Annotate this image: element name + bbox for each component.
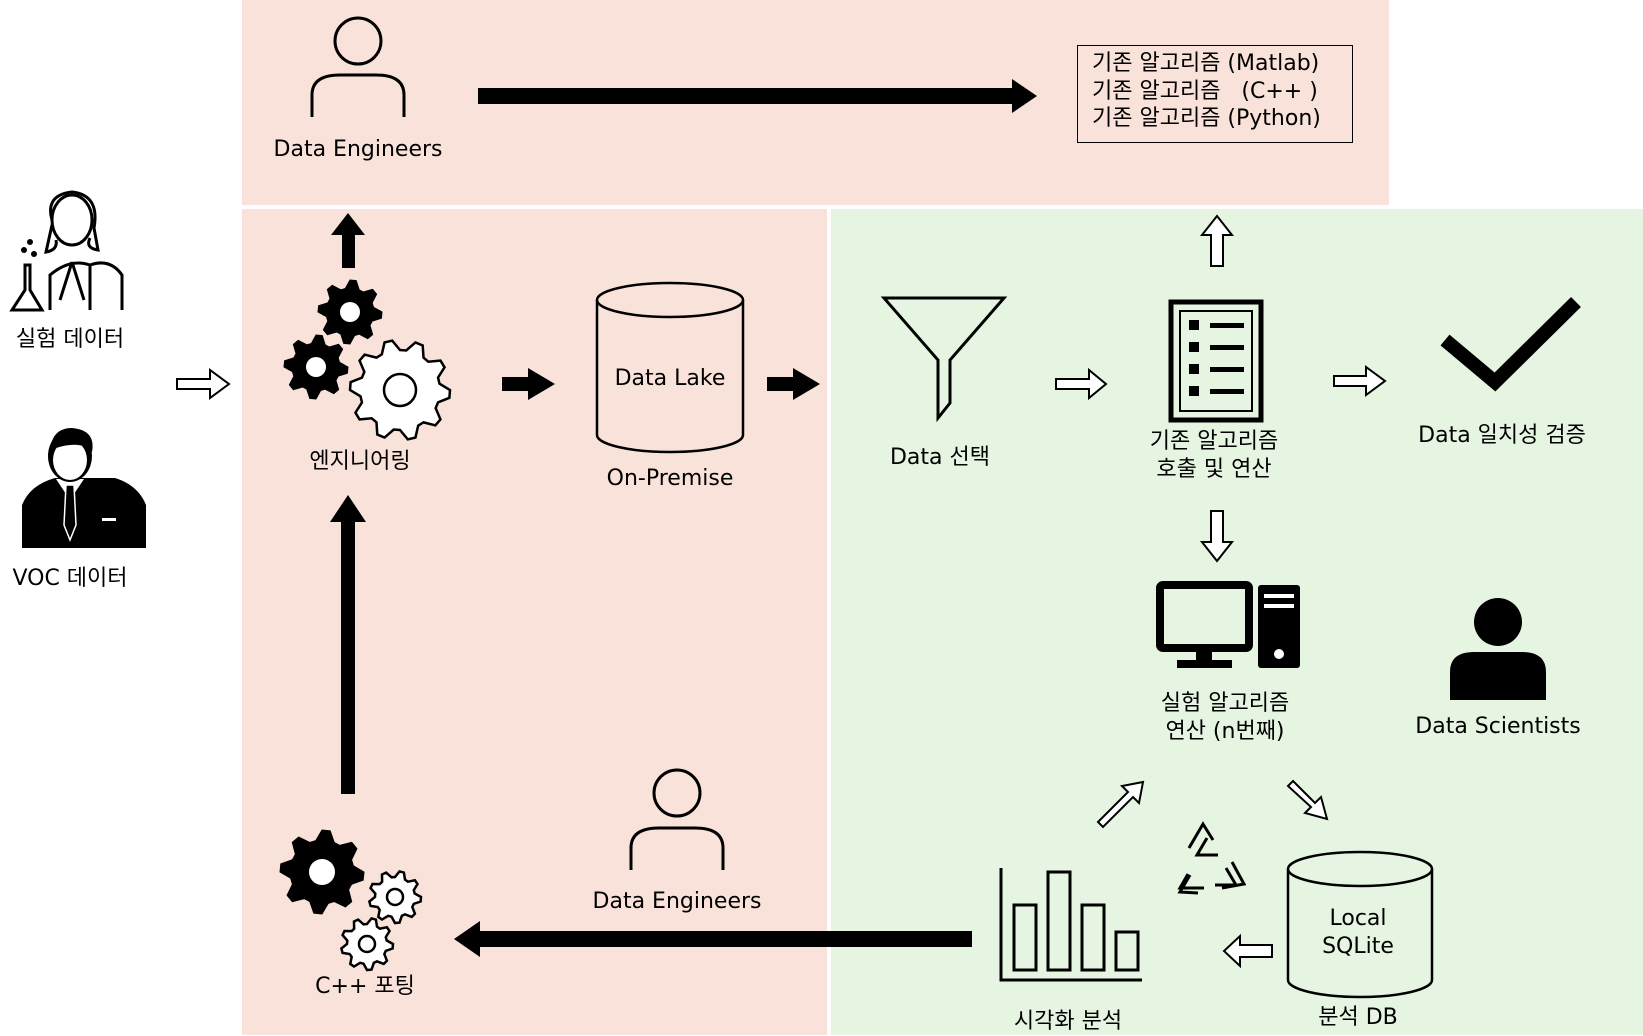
gear-shape	[339, 916, 395, 972]
verify-label: Data 일치성 검증	[1418, 423, 1586, 448]
arrow-visual-to-porting	[454, 921, 972, 957]
arrow-legacy-to-verify	[1333, 365, 1387, 397]
arrow-engineers-to-legacy	[478, 79, 1037, 113]
local-db-label: Local SQLite	[1322, 905, 1394, 961]
gear-hole	[357, 934, 377, 954]
checklist-icon	[1168, 299, 1264, 423]
arrow-exp-to-db	[1286, 779, 1329, 821]
legacy-call-label: 기존 알고리즘 호출 및 연산	[1150, 428, 1278, 484]
exp-algo-label: 실험 알고리즘 연산 (n번째)	[1161, 690, 1289, 746]
gear-shape	[367, 869, 423, 925]
checkmark-icon	[1440, 297, 1581, 392]
legacy-algo-matlab: 기존 알고리즘 (Matlab)	[1092, 51, 1320, 76]
cylinder-icon	[1286, 850, 1434, 999]
exp-algo-line1: 실험 알고리즘	[1160, 691, 1290, 716]
arrow-select-to-legacy	[1055, 367, 1108, 401]
on-premise-label: On-Premise	[606, 466, 734, 491]
flow-arrows	[330, 79, 1037, 957]
gear-hole	[306, 357, 326, 377]
analysis-db-label: 분석 DB	[1318, 1005, 1398, 1030]
gear-hole	[385, 887, 405, 907]
local-db-line2: SQLite	[1322, 934, 1394, 960]
legacy-algorithms-box: 기존 알고리즘 (Matlab) 기존 알고리즘 (C++ ) 기존 알고리즘 …	[1077, 45, 1353, 143]
data-select-label: Data 선택	[889, 445, 991, 470]
arrow-lake-to-select	[767, 368, 820, 400]
data-engineers-bottom-label: Data Engineers	[592, 889, 762, 914]
user-solid-icon	[1450, 598, 1546, 700]
scientist-icon	[9, 190, 124, 312]
gears-icon	[283, 279, 452, 441]
engineering-label: 엔지니어링	[309, 449, 411, 474]
gears-icon	[279, 829, 423, 972]
exp-algo-line2: 연산 (n번째)	[1165, 719, 1285, 745]
voc-data-label: VOC 데이터	[12, 566, 128, 591]
businessman-icon	[22, 428, 146, 548]
gear-hole	[382, 372, 418, 408]
legacy-algo-python: 기존 알고리즘 (Python)	[1092, 106, 1321, 132]
arrow-engineering-up	[331, 213, 365, 268]
legacy-call-line2: 호출 및 연산	[1156, 457, 1272, 483]
recycle-icon	[1177, 821, 1247, 895]
cpp-porting-label: C++ 포팅	[315, 974, 415, 999]
experiment-data-label: 실험 데이터	[15, 327, 125, 352]
legacy-call-line1: 기존 알고리즘	[1149, 429, 1279, 454]
arrow-engineering-to-lake	[502, 368, 555, 400]
arrow-legacy-down	[1199, 510, 1235, 563]
bar-chart-icon	[999, 868, 1142, 982]
arrow-db-to-visual	[1222, 933, 1273, 969]
gear-shape	[348, 339, 452, 441]
gear-hole	[340, 302, 360, 322]
arrow-input-right	[176, 368, 231, 400]
arrow-visual-to-exp	[1096, 780, 1145, 829]
legacy-algo-cpp: 기존 알고리즘 (C++ )	[1092, 78, 1318, 104]
user-outline-icon	[629, 768, 725, 870]
visual-analysis-label: 시각화 분석	[1013, 1009, 1123, 1034]
cylinder-icon	[595, 281, 745, 454]
data-engineers-top-label: Data Engineers	[273, 137, 443, 162]
outline-arrows	[176, 214, 1387, 969]
gear-hole	[309, 859, 335, 885]
computer-icon	[1156, 581, 1300, 668]
local-db-line1: Local	[1329, 906, 1387, 931]
data-lake-label: Data Lake	[614, 366, 726, 391]
arrow-legacy-up	[1199, 214, 1235, 267]
data-scientists-label: Data Scientists	[1415, 714, 1581, 739]
user-outline-icon	[310, 16, 406, 117]
arrow-porting-to-engineering	[330, 495, 366, 794]
funnel-icon	[880, 296, 1008, 423]
